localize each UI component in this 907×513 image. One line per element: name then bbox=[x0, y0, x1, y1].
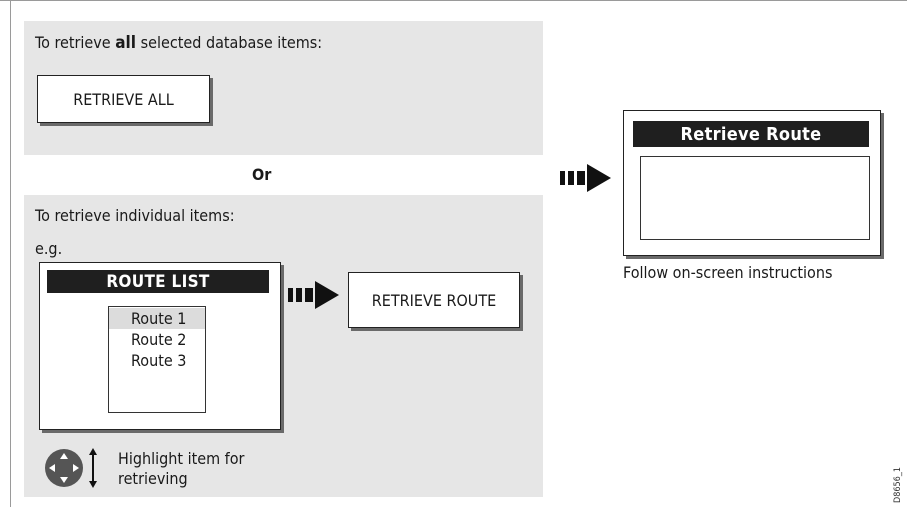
hint-line-1: Highlight item for bbox=[118, 449, 245, 468]
route-list-item[interactable]: Route 2 bbox=[131, 330, 187, 349]
arrow-right-icon bbox=[288, 281, 339, 309]
trackpad-icon bbox=[45, 448, 97, 488]
retrieve-route-dialog: Retrieve Route bbox=[623, 110, 881, 256]
instruction-suffix: selected database items: bbox=[136, 33, 323, 52]
retrieve-all-softkey[interactable]: RETRIEVE ALL bbox=[37, 75, 210, 123]
route-list-item[interactable]: Route 3 bbox=[131, 351, 187, 370]
retrieve-all-instruction: To retrieve all selected database items: bbox=[35, 35, 322, 52]
route-list-screen: ROUTE LIST Route 1 Route 2 Route 3 bbox=[39, 262, 281, 430]
or-label: Or bbox=[252, 165, 272, 184]
retrieve-route-softkey[interactable]: RETRIEVE ROUTE bbox=[348, 272, 520, 328]
route-list-title: ROUTE LIST bbox=[47, 270, 269, 293]
retrieve-individual-instruction: To retrieve individual items: bbox=[35, 206, 235, 225]
instruction-prefix: To retrieve bbox=[35, 33, 116, 52]
route-list-item[interactable]: Route 1 bbox=[109, 308, 205, 329]
frame-left-border bbox=[10, 0, 11, 507]
instruction-bold-word: all bbox=[115, 33, 137, 53]
hint-line-2: retrieving bbox=[118, 469, 188, 488]
retrieve-route-dialog-title: Retrieve Route bbox=[633, 121, 869, 147]
figure-id: D8656_1 bbox=[893, 466, 903, 504]
route-list-box: Route 1 Route 2 Route 3 bbox=[108, 306, 206, 413]
example-label: e.g. bbox=[35, 239, 63, 258]
figure-id-container: D8656_1 bbox=[888, 465, 907, 505]
result-caption: Follow on-screen instructions bbox=[623, 263, 833, 282]
frame-top-border bbox=[0, 0, 907, 1]
dialog-content-box bbox=[640, 156, 870, 240]
arrow-right-icon bbox=[560, 164, 611, 192]
